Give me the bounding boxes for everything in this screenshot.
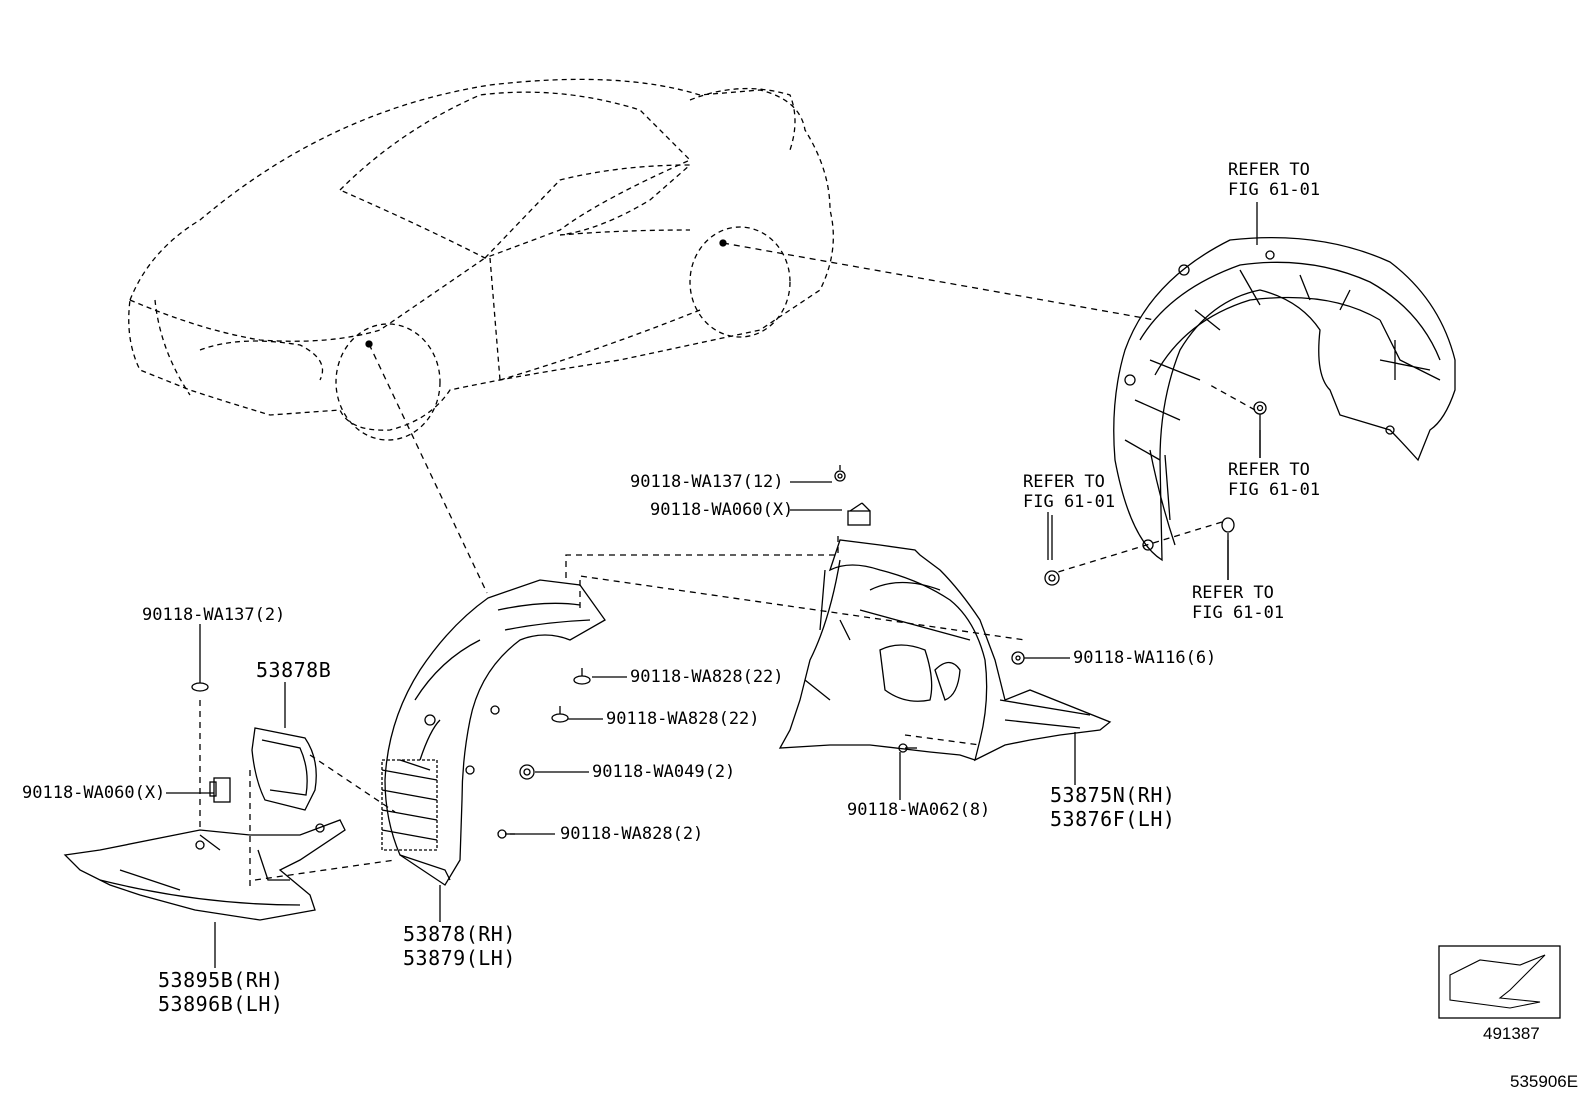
- part-90118-wa060-x-top: 90118-WA060(X): [650, 500, 794, 520]
- figure-icon: [1438, 945, 1561, 1019]
- part-rear-liner: 53875N(RH)53876F(LH): [1050, 783, 1176, 831]
- car-outline: [128, 78, 834, 441]
- part-90118-wa137-12: 90118-WA137(12): [630, 472, 784, 492]
- part-90118-wa062-8: 90118-WA062(8): [847, 800, 991, 820]
- part-53878b: 53878B: [256, 658, 332, 682]
- part-front-liner: 53878(RH)53879(LH): [403, 922, 516, 970]
- front-rear-liner-drawing: [778, 465, 1112, 762]
- part-90118-wa828-22-a: 90118-WA828(22): [630, 667, 784, 687]
- part-90118-wa828-22-b: 90118-WA828(22): [606, 709, 760, 729]
- cover-drawing: [63, 672, 346, 921]
- part-90118-wa049-2: 90118-WA049(2): [592, 762, 736, 782]
- rear-liner-drawing: [1113, 236, 1456, 562]
- illustration-number: 535906E: [1510, 1072, 1579, 1091]
- front-liner-drawing: [381, 579, 606, 886]
- front-liner-fasteners: [497, 668, 591, 839]
- part-front-cover: 53895B(RH)53896B(LH): [158, 968, 284, 1016]
- part-90118-wa060-x-left: 90118-WA060(X): [22, 783, 166, 803]
- figure-number: 491387: [1483, 1024, 1540, 1043]
- part-90118-wa116-6: 90118-WA116(6): [1073, 648, 1217, 668]
- leader-lines: [199, 242, 1256, 890]
- part-90118-wa137-2: 90118-WA137(2): [142, 605, 286, 625]
- label-leaders: [166, 202, 1261, 968]
- part-90118-wa828-2: 90118-WA828(2): [560, 824, 704, 844]
